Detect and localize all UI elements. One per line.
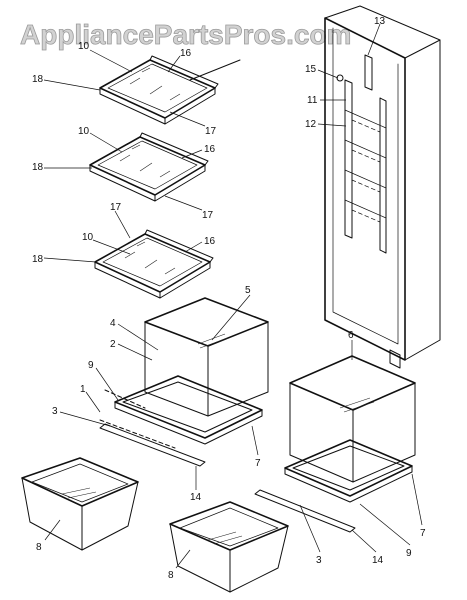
callout-3-left: 3 — [52, 406, 58, 417]
callout-16-shelf1: 16 — [180, 48, 192, 59]
callout-8-right: 8 — [168, 570, 174, 581]
callout-1: 1 — [80, 384, 86, 395]
callout-17-shelf3: 17 — [110, 202, 122, 213]
callout-18-shelf3: 18 — [32, 254, 44, 265]
callout-8-left: 8 — [36, 542, 42, 553]
callout-3-right: 3 — [316, 555, 322, 566]
callout-14-right: 14 — [372, 555, 384, 566]
callout-16-shelf3: 16 — [204, 236, 216, 247]
callout-16-shelf2: 16 — [204, 144, 216, 155]
callout-4: 4 — [110, 318, 116, 329]
watermark: AppliancePartsPros.com — [20, 19, 351, 50]
crisper-cover-right — [289, 355, 416, 483]
callout-12: 12 — [305, 119, 317, 130]
callout-18-shelf1: 18 — [32, 74, 44, 85]
shelf-3 — [94, 229, 214, 299]
crisper-drawer-right — [169, 501, 289, 593]
callout-2: 2 — [110, 339, 116, 350]
callout-14-left: 14 — [190, 492, 202, 503]
shelf-2 — [89, 132, 209, 202]
slide-rail-left — [99, 423, 206, 467]
slide-rail-right — [254, 489, 356, 533]
callout-10-shelf1: 10 — [78, 41, 90, 52]
callout-9-left: 9 — [88, 360, 94, 371]
callout-9-right: 9 — [406, 548, 412, 559]
callout-labels: 10 16 18 17 10 16 18 17 17 10 16 18 13 1… — [32, 16, 426, 581]
crisper-drawer-left — [21, 457, 139, 551]
callout-15: 15 — [305, 64, 317, 75]
callout-17-shelf1: 17 — [205, 126, 217, 137]
callout-18-shelf2: 18 — [32, 162, 44, 173]
callout-7-right: 7 — [420, 528, 426, 539]
crisper-frame-right — [284, 439, 413, 503]
crisper-frame-left — [99, 375, 263, 449]
callout-leaders — [43, 23, 423, 569]
callout-13: 13 — [374, 16, 386, 27]
crisper-cover-left — [144, 297, 269, 417]
shelf-1 — [99, 55, 241, 125]
refrigerator-cabinet — [324, 5, 441, 369]
callout-10-shelf3: 10 — [82, 232, 94, 243]
callout-17-shelf2: 17 — [202, 210, 214, 221]
callout-6: 6 — [348, 330, 354, 341]
callout-11: 11 — [307, 95, 318, 106]
callout-7-left: 7 — [255, 458, 261, 469]
callout-10-shelf2: 10 — [78, 126, 90, 137]
callout-5: 5 — [245, 285, 251, 296]
